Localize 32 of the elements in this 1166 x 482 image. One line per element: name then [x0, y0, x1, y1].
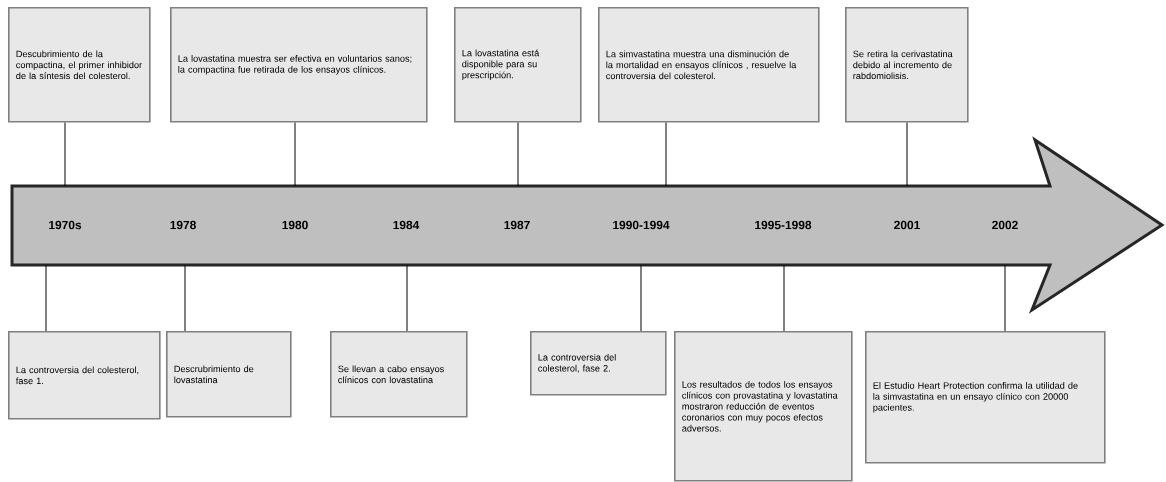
- timeline-arrow: [10, 136, 1165, 314]
- connector-line: [64, 122, 66, 187]
- year-label: 2002: [992, 220, 1018, 230]
- event-box: La simvastatina muestra una disminución de la mortalidad en ensayos clínicos , resuelve la controversia del colesterol.: [598, 7, 820, 123]
- connector-line: [665, 122, 667, 187]
- connector-line: [406, 264, 408, 332]
- year-label: 2001: [894, 220, 920, 230]
- connector-line: [906, 122, 908, 187]
- event-box: Los resultados de todos los ensayos clínicos con provastatina y lovastatina mostraron reducción de eventos coronarios con muy pocos efectos adversos.: [674, 331, 853, 482]
- event-box: Descrubrimiento de lovastatina: [166, 331, 292, 418]
- year-label: 1990-1994: [613, 220, 670, 230]
- connector-line: [45, 264, 47, 332]
- year-label: 1987: [504, 220, 530, 230]
- event-box: Descubrimiento de la compactina, el primer inhibidor de la síntesis del colesterol.: [8, 7, 151, 123]
- connector-line: [517, 122, 519, 187]
- year-label: 1984: [393, 220, 420, 230]
- connector-line: [783, 264, 785, 332]
- connector-line: [640, 264, 642, 332]
- event-box: La lovastatina muestra ser efectiva en voluntarios sanos; la compactina fue retirada de los ensayos clínicos.: [170, 7, 428, 123]
- year-label: 1995-1998: [755, 220, 812, 230]
- year-label: 1980: [282, 220, 308, 230]
- event-box: Se llevan a cabo ensayos clínicos con lovastatina: [330, 331, 468, 418]
- event-box: La controversia del colesterol, fase 2.: [530, 331, 667, 396]
- year-label: 1978: [170, 220, 196, 230]
- event-box: La controversia del colesterol, fase 1.: [8, 331, 161, 420]
- connector-line: [1004, 264, 1006, 332]
- connector-line: [184, 264, 186, 332]
- year-label: 1970s: [49, 220, 82, 230]
- event-box: La lovastatina está disponible para su prescripción.: [454, 7, 582, 123]
- event-box: Se retira la cerivastatina debido al incremento de rabdomiolisis.: [845, 7, 969, 123]
- connector-line: [294, 122, 296, 187]
- event-box: El Estudio Heart Protection confirma la utilidad de la simvastatina en un ensayo clínico con 20000 pacientes.: [865, 331, 1106, 464]
